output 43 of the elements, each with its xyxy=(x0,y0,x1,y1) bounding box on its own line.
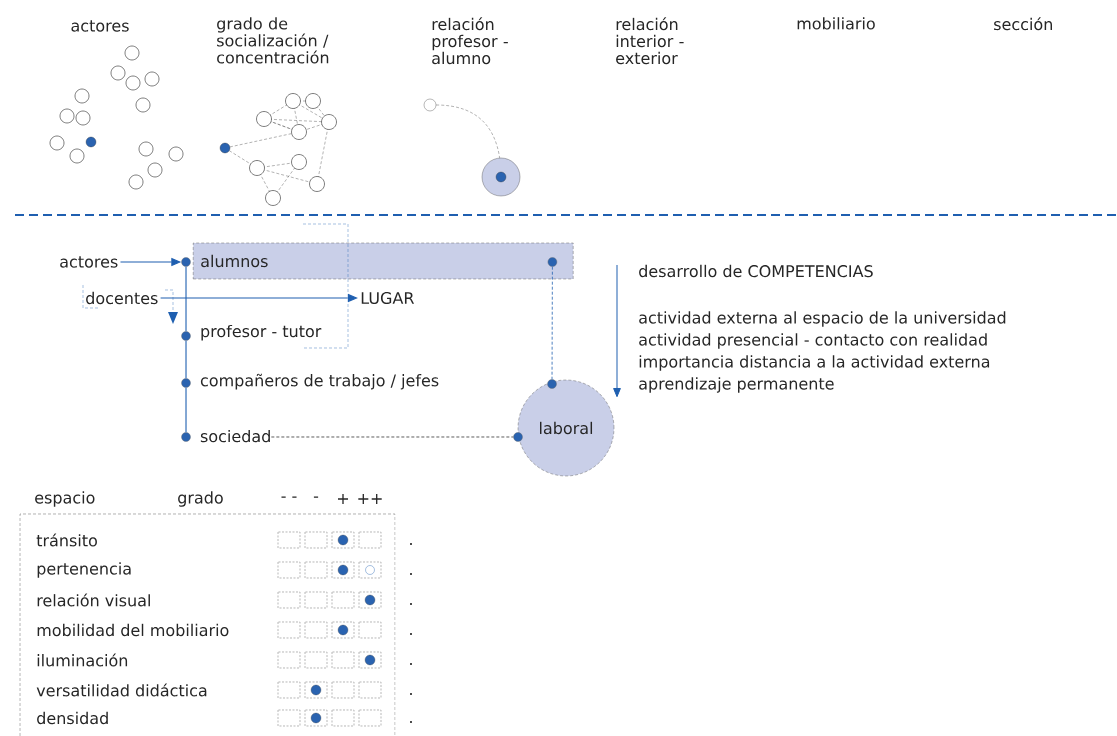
row-label: mobilidad del mobiliario xyxy=(37,623,229,637)
connector xyxy=(185,387,187,433)
row-label: densidad xyxy=(37,711,108,725)
column-heading: relación interior - exterior xyxy=(616,17,684,65)
band-box: alumnos xyxy=(193,242,574,280)
list-item: aprendizaje permanente xyxy=(639,377,834,393)
column-heading: espacio xyxy=(35,491,95,507)
column-heading: grado de socialización / concentración xyxy=(217,17,329,64)
node-label: LUGAR xyxy=(361,291,415,305)
column-heading: mobiliario xyxy=(797,17,875,30)
column-heading: actores xyxy=(71,20,129,32)
heading-text: desarrollo de COMPETENCIAS xyxy=(639,264,873,278)
connector xyxy=(551,266,553,380)
actor-label: sociedad xyxy=(200,429,270,443)
node-label: actores xyxy=(60,256,118,268)
column-heading: relación profesor - alumno xyxy=(432,17,508,65)
row-label: versatilidad didáctica xyxy=(36,683,207,697)
dot-text: . xyxy=(410,543,412,545)
column-heading: ++ xyxy=(358,494,382,504)
dot-text: . xyxy=(410,633,412,635)
list-item: actividad externa al espacio de la universidad xyxy=(639,311,1006,327)
actor-label: profesor - tutor xyxy=(201,324,322,341)
column-heading: - xyxy=(313,496,319,498)
dot-text: . xyxy=(410,663,412,665)
dot-text: . xyxy=(410,721,412,723)
connector xyxy=(185,266,187,332)
connector xyxy=(185,340,187,379)
column-heading: + xyxy=(338,494,348,504)
row-label: iluminación xyxy=(37,653,128,667)
dot-text: . xyxy=(410,693,412,695)
list-item: importancia distancia a la actividad externa xyxy=(639,355,990,371)
column-heading: - - xyxy=(281,496,297,498)
row-label: pertenencia xyxy=(37,562,131,578)
row-label: relación visual xyxy=(37,593,150,607)
row-label: tránsito xyxy=(36,533,97,547)
dot-text: . xyxy=(410,573,412,575)
connector xyxy=(270,436,514,438)
list-item: actividad presencial - contacto con realidad xyxy=(639,333,987,349)
actor-label: compañeros de trabajo / jefes xyxy=(200,373,439,390)
dot-text: . xyxy=(410,603,412,605)
node-label: docentes xyxy=(86,291,158,305)
column-heading: sección xyxy=(994,17,1052,31)
column-heading: grado xyxy=(178,491,223,507)
